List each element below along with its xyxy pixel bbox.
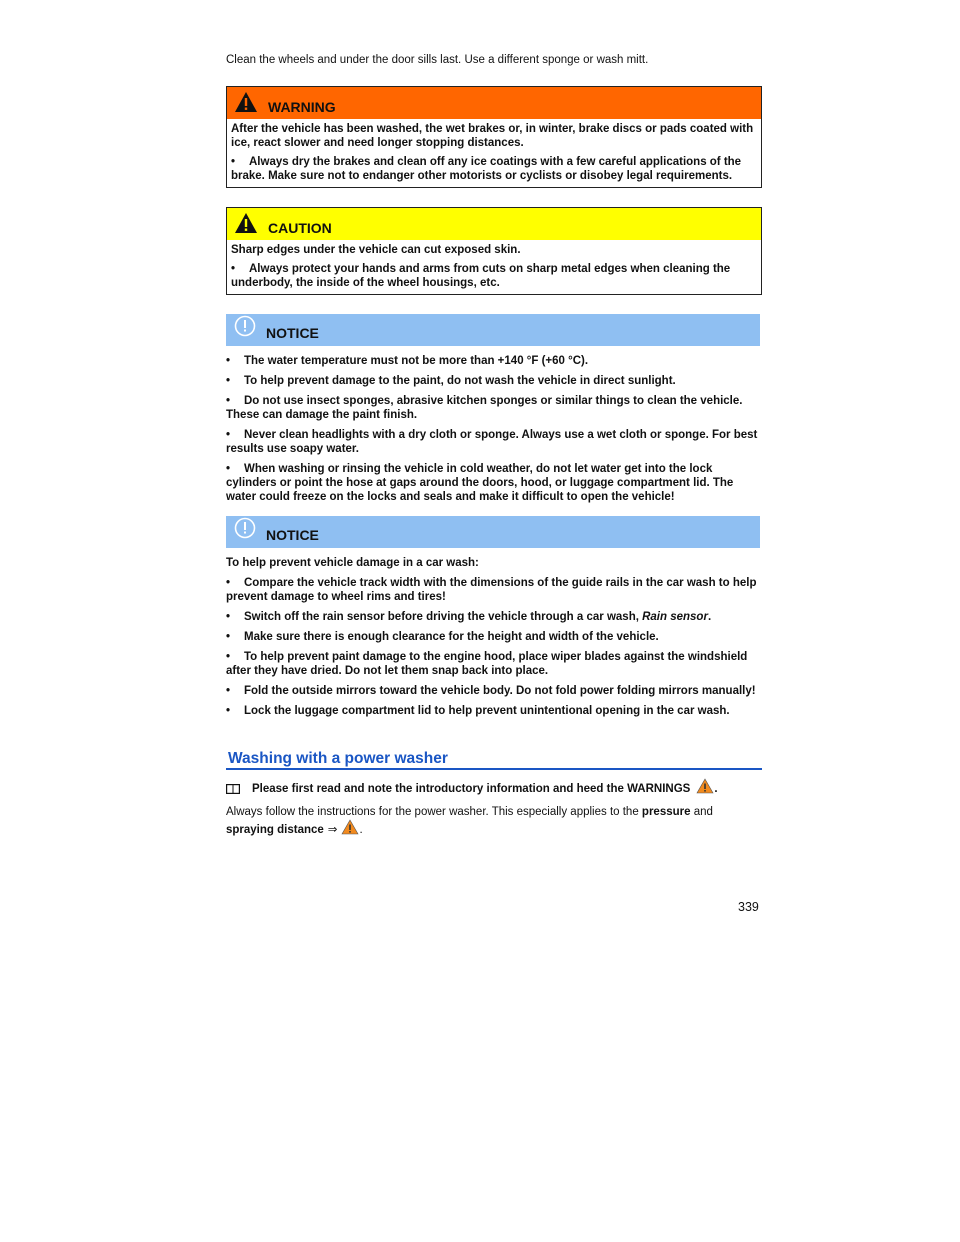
paragraph-line-2: spraying distance ⇒ . [226, 819, 762, 837]
caution-text: Sharp edges under the vehicle can cut ex… [231, 244, 521, 256]
notice-body-2: To help prevent vehicle damage in a car … [226, 556, 762, 724]
warning-triangle-icon[interactable] [696, 778, 714, 794]
list-item: •Switch off the rain sensor before drivi… [226, 611, 712, 623]
list-item: •Never clean headlights with a dry cloth… [226, 429, 758, 455]
list-item: •Compare the vehicle track width with th… [226, 577, 757, 603]
read-first-line: Please first read and note the introduct… [226, 778, 762, 795]
exclamation-circle-icon [234, 517, 256, 539]
warning-header: WARNING [227, 87, 761, 119]
read-first-text: Please first read and note the introduct… [252, 783, 691, 795]
warning-bullet: •Always dry the brakes and clean off any… [231, 156, 742, 182]
notice-header-1: NOTICE [226, 314, 760, 346]
warning-text: After the vehicle has been washed, the w… [231, 123, 754, 149]
caution-bullet: •Always protect your hands and arms from… [231, 263, 731, 289]
page-number: 339 [738, 900, 759, 914]
warning-triangle-icon [235, 92, 257, 112]
list-item: •Lock the luggage compartment lid to hel… [226, 705, 730, 717]
exclamation-circle-icon [234, 315, 256, 337]
book-icon [226, 784, 240, 794]
list-item: •Do not use insect sponges, abrasive kit… [226, 395, 743, 421]
caution-header: CAUTION [227, 208, 761, 240]
rain-sensor-link[interactable]: Rain sensor [642, 611, 708, 623]
warning-triangle-icon[interactable] [341, 819, 359, 835]
section-title: Washing with a power washer [226, 750, 762, 770]
list-item: •Fold the outside mirrors toward the veh… [226, 685, 756, 697]
notice-intro: To help prevent vehicle damage in a car … [226, 557, 479, 569]
pressure-term: pressure [641, 806, 691, 818]
caution-box: CAUTION Sharp edges under the vehicle ca… [226, 207, 762, 295]
notice-body-1: •The water temperature must not be more … [226, 354, 762, 510]
spraying-distance-term: spraying distance [226, 824, 324, 836]
list-item: •When washing or rinsing the vehicle in … [226, 463, 734, 503]
list-item: •To help prevent damage to the paint, do… [226, 375, 676, 387]
paragraph: Always follow the instructions for the p… [226, 806, 713, 818]
notice-title-2: NOTICE [266, 527, 319, 543]
list-item: •Make sure there is enough clearance for… [226, 631, 659, 643]
caution-title: CAUTION [268, 220, 332, 236]
notice-title-1: NOTICE [266, 325, 319, 341]
list-item: •The water temperature must not be more … [226, 355, 589, 367]
intro-text: Clean the wheels and under the door sill… [226, 54, 649, 66]
period: . [714, 783, 718, 795]
warning-title: WARNING [268, 99, 336, 115]
warning-box: WARNING After the vehicle has been washe… [226, 86, 762, 188]
period: . [359, 824, 363, 836]
warning-triangle-icon [235, 213, 257, 233]
notice-header-2: NOTICE [226, 516, 760, 548]
arrow-icon: ⇒ [327, 824, 338, 836]
list-item: •To help prevent paint damage to the eng… [226, 651, 748, 677]
